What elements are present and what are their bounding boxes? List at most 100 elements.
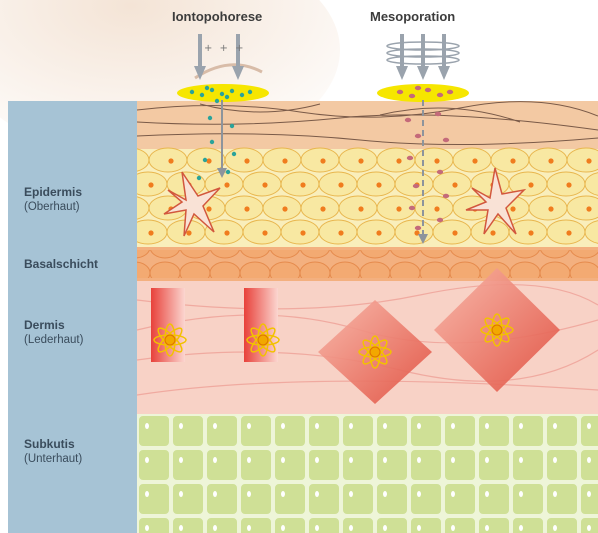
cell-nucleus <box>244 158 249 163</box>
meso-particle <box>447 90 453 94</box>
meso-particle <box>409 206 415 210</box>
epidermis-cell <box>395 220 433 244</box>
mesoporation-title: Mesoporation <box>370 9 455 24</box>
epidermis-cell <box>453 148 491 172</box>
ion-particle <box>205 86 209 90</box>
iontophoresis-title: Iontopohorese <box>172 9 262 24</box>
ion-particle <box>197 176 201 180</box>
meso-particle <box>397 90 403 94</box>
fibroblast-core <box>492 325 502 335</box>
epidermis-cell <box>243 172 281 196</box>
cell-nucleus <box>262 182 267 187</box>
basal-cells <box>137 250 598 278</box>
cell-nucleus <box>548 158 553 163</box>
layer-legend-panel <box>8 101 137 533</box>
epidermis-cell <box>415 196 453 220</box>
ion-particle <box>240 93 244 97</box>
cell-nucleus <box>186 230 191 235</box>
epidermis-cell <box>225 196 263 220</box>
cell-nucleus <box>338 230 343 235</box>
ion-particle <box>230 124 234 128</box>
epidermis-cell <box>281 220 319 244</box>
meso-particle <box>405 118 411 122</box>
layer-label-basal: Basalschicht <box>24 257 98 272</box>
cell-nucleus <box>434 158 439 163</box>
cell-nucleus <box>472 158 477 163</box>
epidermis-cell <box>301 148 339 172</box>
epidermis-cell <box>263 196 301 220</box>
fibroblast-core <box>165 335 175 345</box>
epidermis-cell <box>301 196 339 220</box>
layer-name-subcutis: Subkutis <box>24 437 82 452</box>
ion-particle <box>200 93 204 97</box>
epidermis-cell <box>547 172 585 196</box>
epidermis-cell <box>149 148 187 172</box>
ion-particle <box>210 140 214 144</box>
epidermis-cell <box>357 220 395 244</box>
cell-nucleus <box>358 206 363 211</box>
cell-nucleus <box>206 206 211 211</box>
cell-nucleus <box>358 158 363 163</box>
cell-nucleus <box>434 206 439 211</box>
meso-particle <box>409 94 415 98</box>
epidermis-cell <box>567 196 598 220</box>
ion-particle <box>203 158 207 162</box>
cell-nucleus <box>452 182 457 187</box>
cell-nucleus <box>282 206 287 211</box>
layer-label-epidermis: Epidermis (Oberhaut) <box>24 185 82 215</box>
cell-nucleus <box>300 230 305 235</box>
cell-nucleus <box>168 158 173 163</box>
cell-nucleus <box>244 206 249 211</box>
charge-label: + + + <box>204 43 246 54</box>
layer-sub-subcutis: (Unterhaut) <box>24 452 82 467</box>
cell-nucleus <box>300 182 305 187</box>
cell-nucleus <box>396 206 401 211</box>
ion-particle <box>248 90 252 94</box>
meso-particle <box>415 86 421 90</box>
cell-nucleus <box>586 206 591 211</box>
epidermis-cell <box>319 172 357 196</box>
cell-nucleus <box>282 158 287 163</box>
cell-nucleus <box>376 182 381 187</box>
meso-particle <box>435 112 441 116</box>
meso-particle <box>415 134 421 138</box>
ion-particle <box>232 152 236 156</box>
cell-nucleus <box>262 230 267 235</box>
ion-particle <box>220 92 224 96</box>
cell-nucleus <box>224 182 229 187</box>
cell-nucleus <box>528 230 533 235</box>
meso-particle <box>443 138 449 142</box>
cell-nucleus <box>586 158 591 163</box>
cell-nucleus <box>566 182 571 187</box>
epidermis-cell <box>567 148 598 172</box>
epidermis-cell <box>415 148 453 172</box>
ion-particle <box>226 170 230 174</box>
layer-sub-epidermis: (Oberhaut) <box>24 200 82 215</box>
epidermis-cell <box>357 172 395 196</box>
epidermis-cell <box>339 196 377 220</box>
meso-particle <box>425 88 431 92</box>
meso-particle <box>437 93 443 97</box>
cell-nucleus <box>528 182 533 187</box>
cell-nucleus <box>376 230 381 235</box>
layer-name-epidermis: Epidermis <box>24 185 82 200</box>
ion-particle <box>210 88 214 92</box>
meso-particle <box>437 170 443 174</box>
epidermis-cell <box>281 172 319 196</box>
ion-particle <box>208 116 212 120</box>
meso-particle <box>437 218 443 222</box>
cell-nucleus <box>510 206 515 211</box>
cell-nucleus <box>320 206 325 211</box>
ion-particle <box>190 90 194 94</box>
cell-nucleus <box>548 206 553 211</box>
epidermis-cell <box>529 148 567 172</box>
cell-nucleus <box>452 230 457 235</box>
layer-label-subcutis: Subkutis (Unterhaut) <box>24 437 82 467</box>
cell-nucleus <box>510 158 515 163</box>
meso-particle <box>413 184 419 188</box>
epidermis-cell <box>339 148 377 172</box>
fibroblast-core <box>258 335 268 345</box>
epidermis-cell <box>491 148 529 172</box>
cell-nucleus <box>148 230 153 235</box>
stratum-corneum <box>137 101 598 149</box>
